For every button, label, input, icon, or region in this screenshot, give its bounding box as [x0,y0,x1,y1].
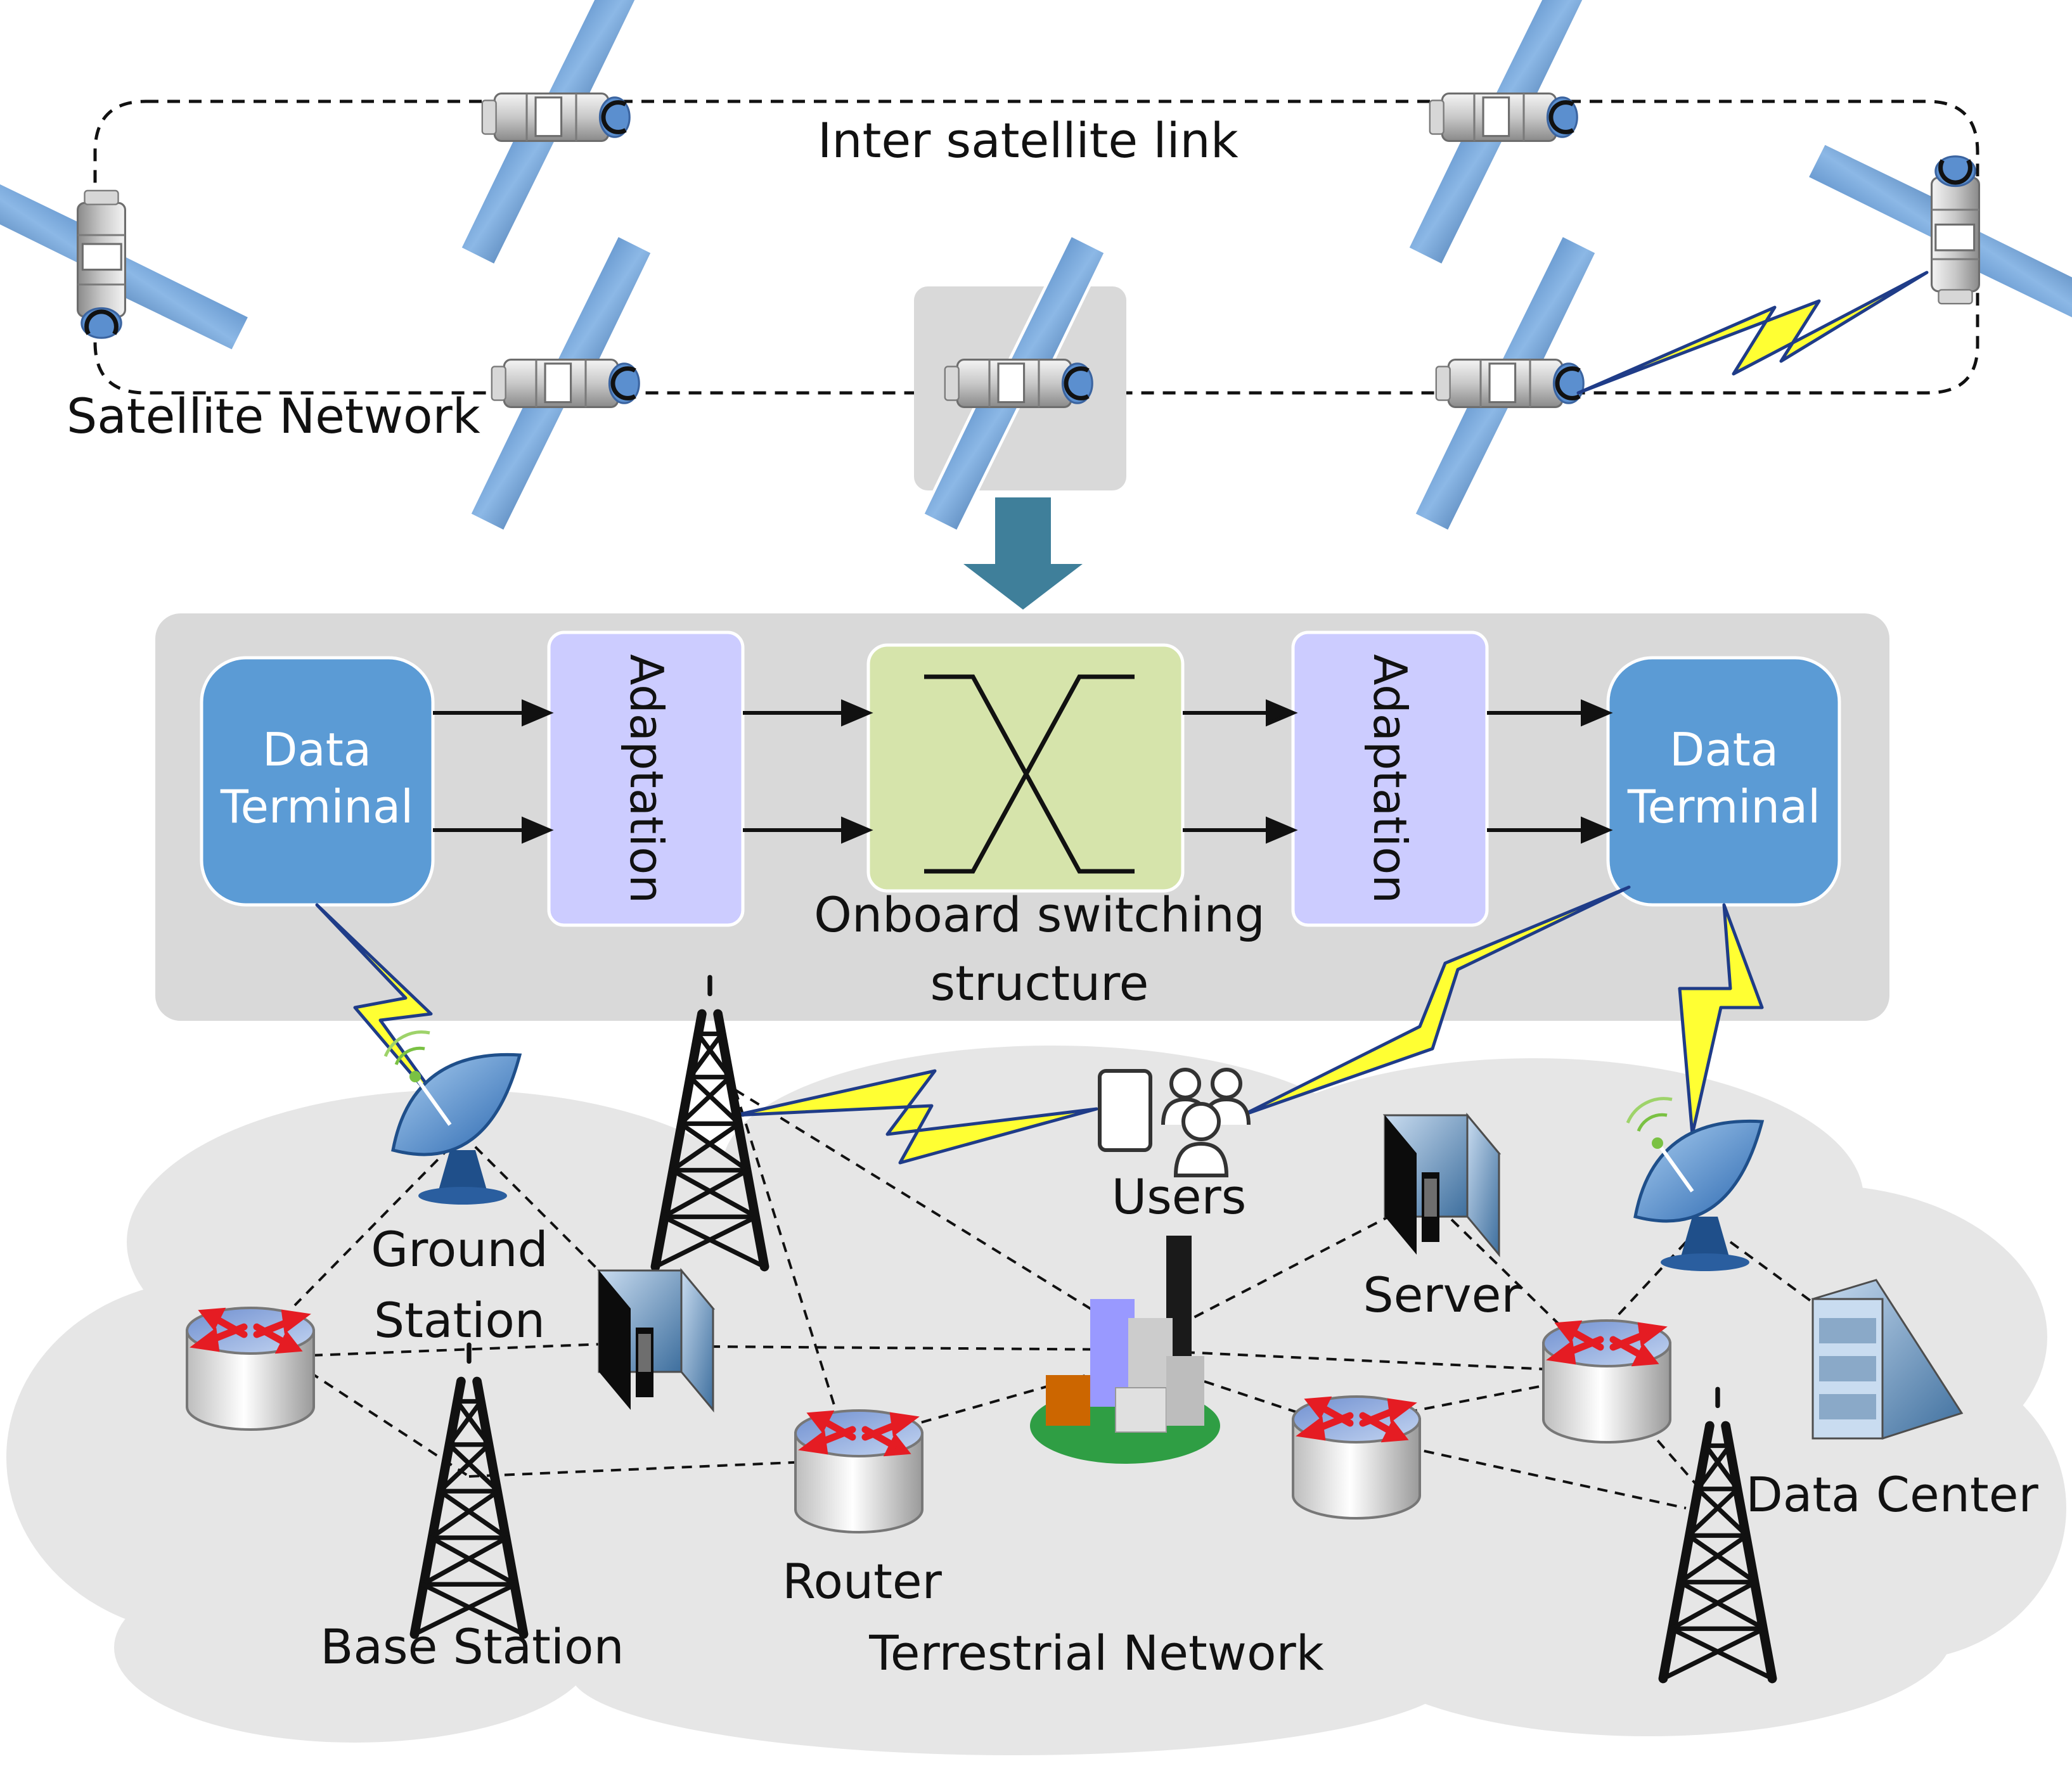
users-label: Users [1112,1168,1247,1225]
adaptation-right-block [1291,630,1489,927]
adaptation-left-label: Adaptation [620,654,673,904]
adaptation-left-block [547,630,745,927]
ground-station-label-line2: Station [374,1292,545,1348]
satellite-icon [460,0,643,266]
onboard-switching-label-line1: Onboard switching [814,886,1265,943]
city-buildings-icon [1030,1236,1220,1464]
satellite-icon [1807,143,2072,326]
router-icon [1293,1397,1420,1518]
users-icon [1098,1068,1251,1177]
router-label: Router [782,1553,943,1610]
data-terminal-right-line2: Terminal [1627,780,1820,833]
satellite-icon [0,169,250,352]
wireless-link-lightning [1576,271,1929,395]
onboard-switch-block [866,643,1185,893]
satellite-icon [470,235,653,532]
router-icon [1543,1321,1670,1442]
data-terminal-left-line2: Terminal [220,780,413,833]
onboard-switching-label-line2: structure [930,955,1149,1011]
data-terminal-left-line1: Data [262,723,371,776]
base-station-label: Base Station [320,1618,624,1675]
terrestrial-network-label: Terrestrial Network [868,1625,1323,1681]
router-icon [187,1308,314,1430]
data-center-label: Data Center [1746,1466,2038,1523]
data-center-icon [1811,1279,1964,1440]
satellite-icon [1408,0,1591,266]
inter-satellite-link-label: Inter satellite link [818,112,1239,169]
ground-station-label-line1: Ground [371,1221,548,1277]
data-terminal-right-line1: Data [1670,723,1779,776]
satellite-icon [1414,235,1597,532]
server-label: Server [1363,1267,1521,1323]
tower-users-lightning [733,1069,1098,1165]
adaptation-right-label: Adaptation [1363,654,1417,904]
crossbar-switch-symbol [924,674,1135,874]
router-icon [795,1411,922,1532]
down-arrow [963,497,1083,610]
data-flow-arrows [433,699,1613,844]
satellite-network-label: Satellite Network [67,388,480,444]
